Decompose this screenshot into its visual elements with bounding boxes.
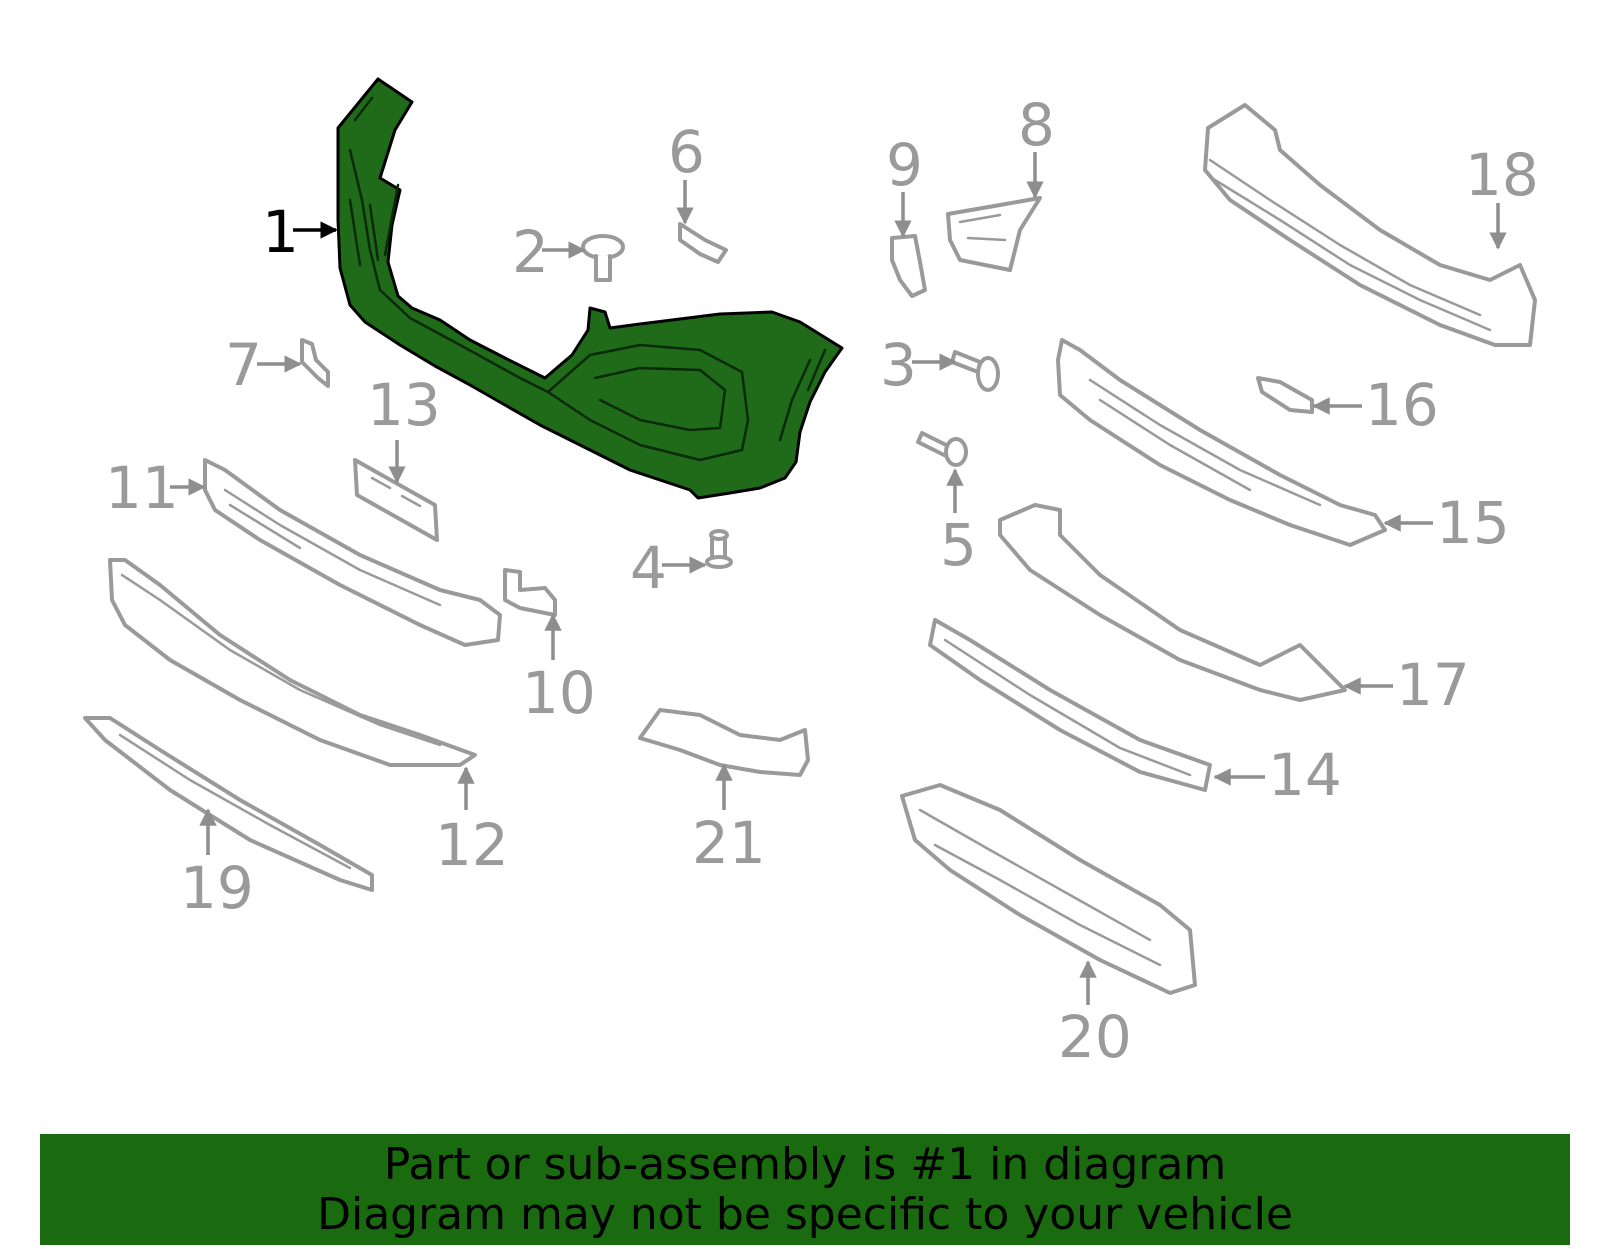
- callout-18: 18: [1465, 141, 1539, 209]
- part-6-bracket[interactable]: [678, 222, 728, 264]
- callout-labels: 1 2 3 4 5 6 7 8 9 10 11 12 13 14 15 16 1…: [105, 91, 1539, 1071]
- callout-20: 20: [1058, 1003, 1132, 1071]
- part-5-bolt[interactable]: [916, 431, 968, 467]
- part-10-bracket[interactable]: [503, 568, 557, 617]
- part-20-lower-absorber[interactable]: [900, 783, 1197, 995]
- part-13-plate[interactable]: [353, 458, 439, 542]
- callout-7: 7: [225, 331, 262, 399]
- banner-line-2: Diagram may not be specific to your vehi…: [317, 1189, 1293, 1240]
- part-12-lower-trim[interactable]: [108, 558, 477, 767]
- callout-arrows: [170, 152, 1507, 1005]
- callout-5: 5: [940, 511, 977, 579]
- callout-10: 10: [522, 659, 596, 727]
- part-21-bracket[interactable]: [638, 708, 810, 777]
- part-18-rebar[interactable]: [1203, 103, 1537, 347]
- callout-19: 19: [180, 854, 254, 922]
- part-8-bracket[interactable]: [946, 196, 1042, 272]
- callout-2: 2: [512, 218, 549, 286]
- callout-13: 13: [367, 371, 441, 439]
- part-17-reinforcement[interactable]: [998, 503, 1347, 702]
- callout-21: 21: [692, 809, 766, 877]
- part-3-screw[interactable]: [950, 350, 1000, 392]
- part-4-rivet[interactable]: [705, 529, 733, 569]
- info-banner: Part or sub-assembly is #1 in diagram Di…: [40, 1134, 1570, 1245]
- callout-3: 3: [880, 331, 917, 399]
- callout-6: 6: [668, 118, 705, 186]
- part-15-absorber[interactable]: [1056, 338, 1387, 547]
- callout-16: 16: [1365, 371, 1439, 439]
- part-1-bumper-cover[interactable]: [336, 77, 844, 500]
- part-11-grille[interactable]: [203, 458, 502, 647]
- part-14-strip[interactable]: [928, 618, 1212, 792]
- callout-1: 1: [262, 198, 299, 266]
- part-7-clip[interactable]: [300, 338, 330, 388]
- part-2-push-clip[interactable]: [581, 234, 625, 282]
- callout-11: 11: [105, 454, 179, 522]
- callout-17: 17: [1396, 651, 1470, 719]
- banner-line-1: Part or sub-assembly is #1 in diagram: [383, 1139, 1227, 1190]
- part-9-bracket[interactable]: [890, 234, 927, 298]
- callout-15: 15: [1436, 489, 1510, 557]
- part-16-clip[interactable]: [1256, 376, 1314, 414]
- part-19-strip[interactable]: [83, 716, 374, 892]
- callout-8: 8: [1018, 91, 1055, 159]
- callout-4: 4: [630, 534, 667, 602]
- callout-12: 12: [435, 811, 509, 879]
- callout-9: 9: [886, 131, 923, 199]
- callout-14: 14: [1268, 741, 1342, 809]
